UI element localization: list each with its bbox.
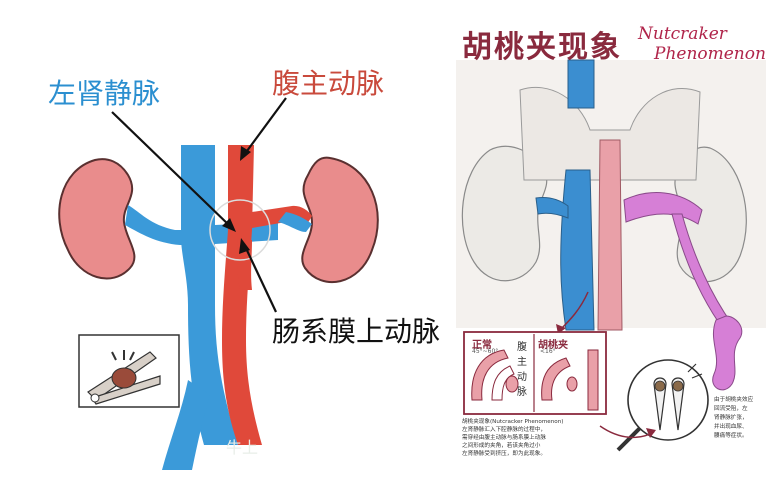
side-note-line: 肾静脉扩张， <box>714 415 748 421</box>
inset-frame <box>463 331 607 415</box>
sketch-aorta <box>597 139 623 331</box>
note-line: 左肾静脉受到挤压，即为此现象。 <box>462 451 546 457</box>
side-note-line: 腰痛等症状。 <box>714 433 748 439</box>
arrow-left-renal-vein <box>111 111 233 229</box>
side-note-line: 并出现血尿、 <box>714 424 748 430</box>
inferior-vena-cava <box>181 145 238 445</box>
note-line: 需穿经由腹主动脉与肠系膜上动脉 <box>462 435 546 441</box>
right-diagram-panel: 胡桃夹现象 Nutcraker Phenomenon 正常 45°~60° 腹 … <box>440 0 769 478</box>
inset-nutcracker-title: 胡桃夹 <box>538 340 568 351</box>
note-line: 左肾静脉汇入下腔静脉的过程中， <box>462 427 546 433</box>
nutcracker-sketch-icon <box>653 363 703 431</box>
label-superior-mesenteric-artery: 肠系膜上动脉 <box>272 315 441 348</box>
note-title: 胡桃夹现象(Nutcracker Phenomenon) <box>462 419 564 425</box>
right-renal-vein-vessel <box>278 212 312 232</box>
right-renal-artery <box>252 205 312 228</box>
arrow-sma <box>243 243 277 313</box>
magnifier-icon <box>627 359 709 441</box>
inset-vessel-label: 腹 主 动 脉 <box>517 340 529 400</box>
watermark-text: 牛上 <box>226 438 259 457</box>
sketch-varicocele <box>712 315 743 391</box>
nutcracker-icon <box>87 350 161 405</box>
side-note-line: 回流受阻，左 <box>714 406 748 412</box>
vessel-label-char: 主 <box>517 357 527 368</box>
left-diagram-panel: 左肾静脉 腹主动脉 肠系膜上动脉 牛上 <box>48 67 441 470</box>
inset-normal-subtitle: 45°~60° <box>472 348 499 355</box>
abdominal-aorta-vessel <box>222 145 262 445</box>
kidney-right <box>301 156 379 284</box>
label-left-renal-vein: 左肾静脉 <box>48 77 161 110</box>
left-renal-vein-vessel <box>125 205 215 245</box>
side-note-block: 由于胡桃夹效应 回流受阻，左 肾静脉扩张， 并出现血尿、 腰痛等症状。 <box>714 396 768 441</box>
inset-nutcracker-subtitle: <16° <box>540 348 556 355</box>
crossing-highlight-circle <box>209 199 271 261</box>
label-abdominal-aorta: 腹主动脉 <box>272 67 385 100</box>
inset-normal-title: 正常 <box>472 340 492 351</box>
title-chinese: 胡桃夹现象 <box>462 30 622 65</box>
renal-vessels-illustration <box>58 97 379 470</box>
side-note-line: 由于胡桃夹效应 <box>714 397 754 403</box>
vessel-label-char: 动 <box>517 372 527 383</box>
sketch-ivc-top <box>567 59 595 109</box>
vessel-label-char: 脉 <box>517 387 527 398</box>
title-english-line2: Phenomenon <box>654 44 766 64</box>
nutcracker-anatomy-illustration <box>456 59 766 452</box>
vessel-label-char: 腹 <box>517 342 527 353</box>
note-block: 胡桃夹现象(Nutcracker Phenomenon) 左肾静脉汇入下腔静脉的… <box>462 418 612 458</box>
iliac-vein-left <box>162 380 210 470</box>
kidney-left <box>58 158 136 280</box>
sketch-ivc <box>560 169 595 331</box>
note-line: 之间形成的夹角，若该夹角过小 <box>462 443 541 449</box>
title-english-line1: Nutcraker <box>638 24 727 44</box>
arrow-aorta <box>243 97 287 156</box>
